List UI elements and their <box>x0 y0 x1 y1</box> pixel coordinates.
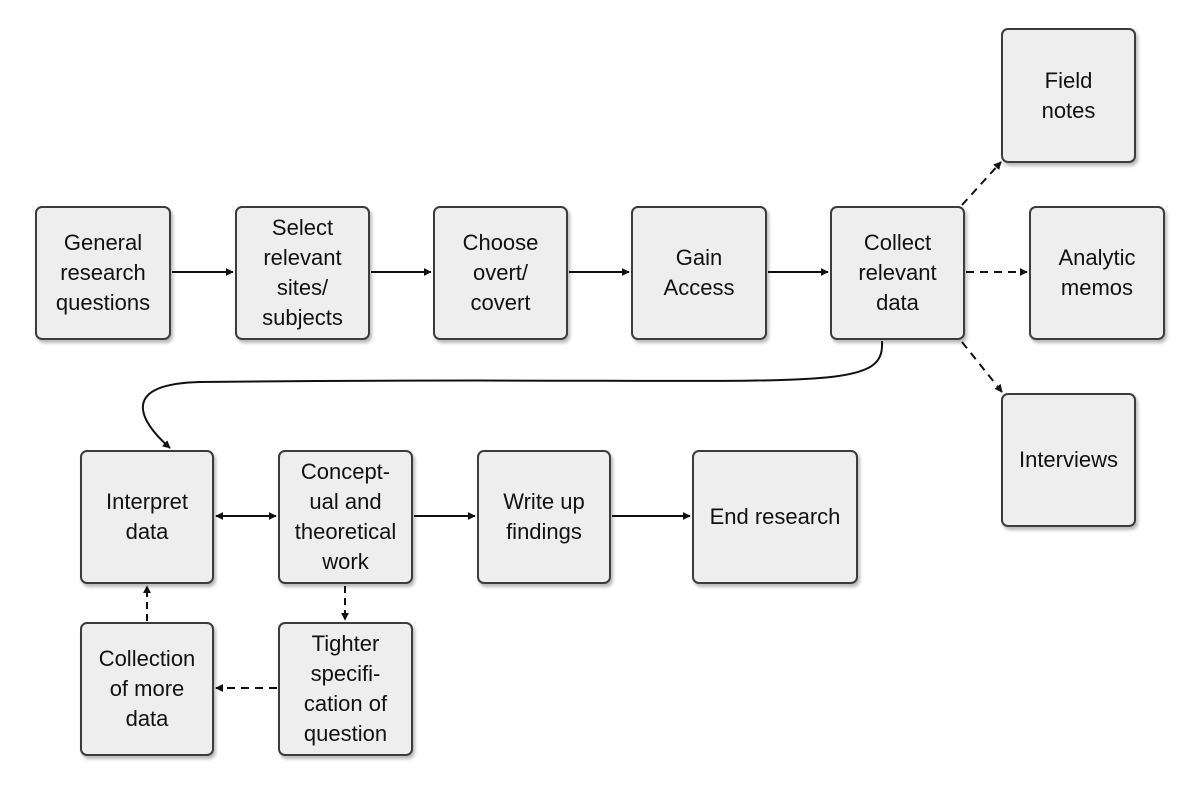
node-select-relevant-sites: Select relevant sites/ subjects <box>235 206 370 340</box>
node-conceptual-theoretical-work: Concept- ual and theoretical work <box>278 450 413 584</box>
node-gain-access: Gain Access <box>631 206 767 340</box>
node-interpret-data: Interpret data <box>80 450 214 584</box>
node-end-research: End research <box>692 450 858 584</box>
node-interviews: Interviews <box>1001 393 1136 527</box>
edge-collect-to-field-notes <box>961 161 1002 206</box>
node-analytic-memos: Analytic memos <box>1029 206 1165 340</box>
node-write-up-findings: Write up findings <box>477 450 611 584</box>
node-general-research-questions: General research questions <box>35 206 171 340</box>
node-collect-relevant-data: Collect relevant data <box>830 206 965 340</box>
node-choose-overt-covert: Choose overt/ covert <box>433 206 568 340</box>
node-field-notes: Field notes <box>1001 28 1136 163</box>
node-tighter-specification: Tighter specifi- cation of question <box>278 622 413 756</box>
edge-collect-to-interviews <box>961 341 1003 393</box>
node-collection-of-more-data: Collection of more data <box>80 622 214 756</box>
edge-collect-to-interpret-curve <box>141 340 884 449</box>
